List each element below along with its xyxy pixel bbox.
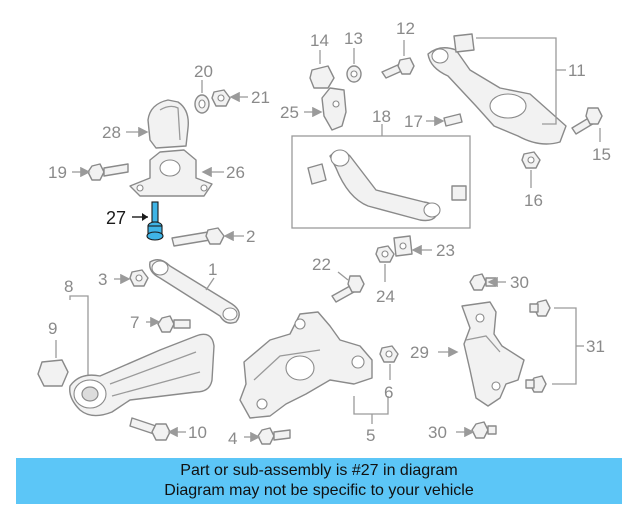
callout-21: 21 (251, 88, 270, 107)
upper-arm-part-18 (307, 149, 467, 222)
callout-23: 23 (436, 241, 455, 260)
callout-13: 13 (344, 29, 363, 48)
callout-9: 9 (48, 319, 57, 338)
callout-22: 22 (312, 255, 331, 274)
bolt-part-30-lower (471, 421, 497, 439)
callout-27: 27 (106, 208, 126, 228)
mount-bracket-part-26 (129, 149, 213, 197)
callout-14: 14 (310, 31, 329, 50)
callout-26: 26 (226, 163, 245, 182)
callout-12: 12 (396, 19, 415, 38)
bolt-part-31-upper (529, 299, 551, 317)
callout-25: 25 (280, 103, 299, 122)
lateral-link-part-1 (149, 259, 240, 324)
parts-diagram: 20 21 28 26 19 27 2 1 (37, 19, 611, 448)
clip-part-23 (393, 235, 413, 257)
callout-7: 7 (130, 313, 139, 332)
bushing-part-11 (453, 33, 475, 53)
bolt-part-4 (257, 427, 291, 445)
nut-part-3 (129, 269, 149, 287)
info-banner: Part or sub-assembly is #27 in diagram D… (16, 458, 622, 504)
banner-line-disclaimer: Diagram may not be specific to your vehi… (164, 482, 474, 499)
callout-5: 5 (366, 426, 375, 445)
nut-part-14 (309, 65, 335, 89)
callout-8: 8 (64, 277, 73, 296)
bolt-part-10 (129, 417, 171, 441)
cap-part-9 (37, 359, 69, 387)
callout-11: 11 (568, 61, 586, 80)
washer-part-20 (194, 94, 210, 114)
callout-30-upper: 30 (510, 273, 529, 292)
bolt-part-22 (331, 275, 365, 303)
callout-3: 3 (98, 270, 107, 289)
callout-4: 4 (228, 429, 237, 448)
trailing-arm-part-8 (69, 333, 215, 417)
washer-part-13 (346, 65, 362, 83)
bolt-part-7 (157, 315, 191, 333)
banner-line-part: Part or sub-assembly is #27 in diagram (180, 462, 458, 479)
callout-6: 6 (384, 383, 393, 402)
callout-18: 18 (372, 107, 391, 126)
nut-part-6 (379, 345, 399, 363)
callout-30-lower: 30 (428, 423, 447, 442)
callout-15: 15 (592, 145, 611, 164)
callout-2: 2 (246, 227, 255, 246)
nut-part-24 (375, 245, 395, 263)
lower-arm-part-11 (427, 47, 567, 145)
callout-19: 19 (48, 163, 67, 182)
callout-1: 1 (208, 260, 217, 279)
callout-28: 28 (102, 123, 121, 142)
nut-part-16 (521, 151, 541, 169)
bolt-part-27 (146, 201, 164, 241)
callout-17: 17 (404, 112, 423, 131)
bracket-part-25 (321, 87, 347, 131)
bolt-part-12 (381, 57, 415, 79)
callout-31: 31 (586, 337, 605, 356)
bolt-part-31-lower (525, 375, 547, 393)
callout-16: 16 (524, 191, 543, 210)
bolt-part-17 (443, 113, 463, 127)
bolt-part-15 (571, 107, 603, 135)
mount-cover-part-28 (147, 99, 189, 149)
callout-29: 29 (410, 343, 429, 362)
nut-part-21 (211, 89, 231, 107)
bolt-part-2 (171, 227, 225, 247)
callout-24: 24 (376, 287, 395, 306)
knuckle-part-5 (239, 311, 373, 419)
bracket-part-29 (461, 301, 525, 407)
bolt-part-19 (87, 163, 129, 181)
callout-20: 20 (194, 62, 213, 81)
callout-10: 10 (188, 423, 207, 442)
